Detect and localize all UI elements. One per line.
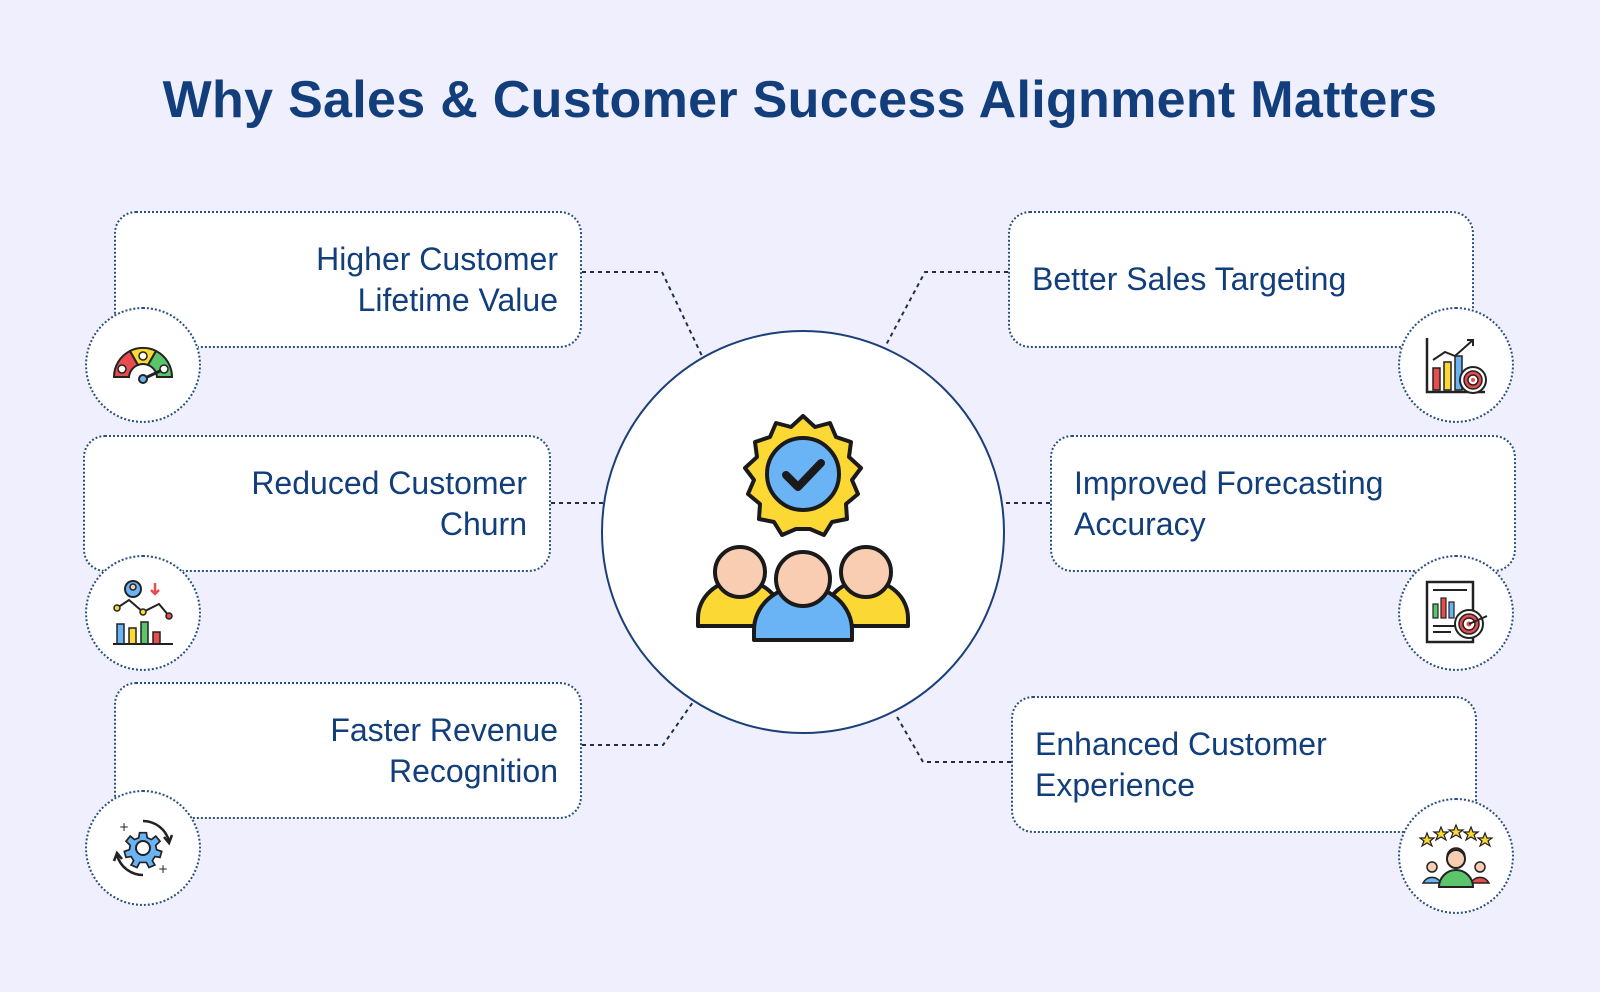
satisfaction-gauge-badge [85,307,201,423]
five-star-customer-badge [1398,798,1514,914]
cycle-gear-badge: + + [85,790,201,906]
benefit-card-customer-experience: Enhanced Customer Experience [1011,696,1477,833]
report-target-icon [1425,580,1488,644]
benefit-label: Enhanced Customer Experience [1035,725,1327,803]
benefit-label: Reduced Customer Churn [251,464,527,542]
benefit-card-revenue: Faster Revenue Recognition [114,682,582,819]
benefit-label: Better Sales Targeting [1032,261,1347,297]
target-chart-badge [1398,307,1514,423]
report-target-badge [1398,555,1514,671]
benefit-card-sales-targeting: Better Sales Targeting [1008,211,1474,348]
cycle-gear-icon: + + [112,819,174,877]
benefit-card-churn: Reduced Customer Churn [83,435,551,572]
center-circle [601,330,1005,734]
churn-analytics-badge [85,555,201,671]
five-star-customer-icon [1419,823,1493,888]
page-title: Why Sales & Customer Success Alignment M… [162,71,1438,129]
connector-left-1 [582,271,703,357]
svg-text:+: + [158,862,168,876]
connector-right-1 [885,271,1008,346]
churn-analytics-icon [113,580,173,645]
svg-text:+: + [119,820,129,834]
connector-left-3 [582,701,694,746]
satisfaction-gauge-icon [112,346,174,384]
benefit-label: Improved Forecasting Accuracy [1074,464,1384,542]
target-chart-icon [1425,338,1487,394]
connector-right-3 [895,714,1011,763]
benefit-label: Faster Revenue Recognition [330,711,558,789]
team-success-badge-icon [696,414,910,642]
benefit-label: Higher Customer Lifetime Value [316,240,558,318]
benefit-card-forecasting: Improved Forecasting Accuracy [1050,435,1516,572]
benefit-card-lifetime-value: Higher Customer Lifetime Value [114,211,582,348]
